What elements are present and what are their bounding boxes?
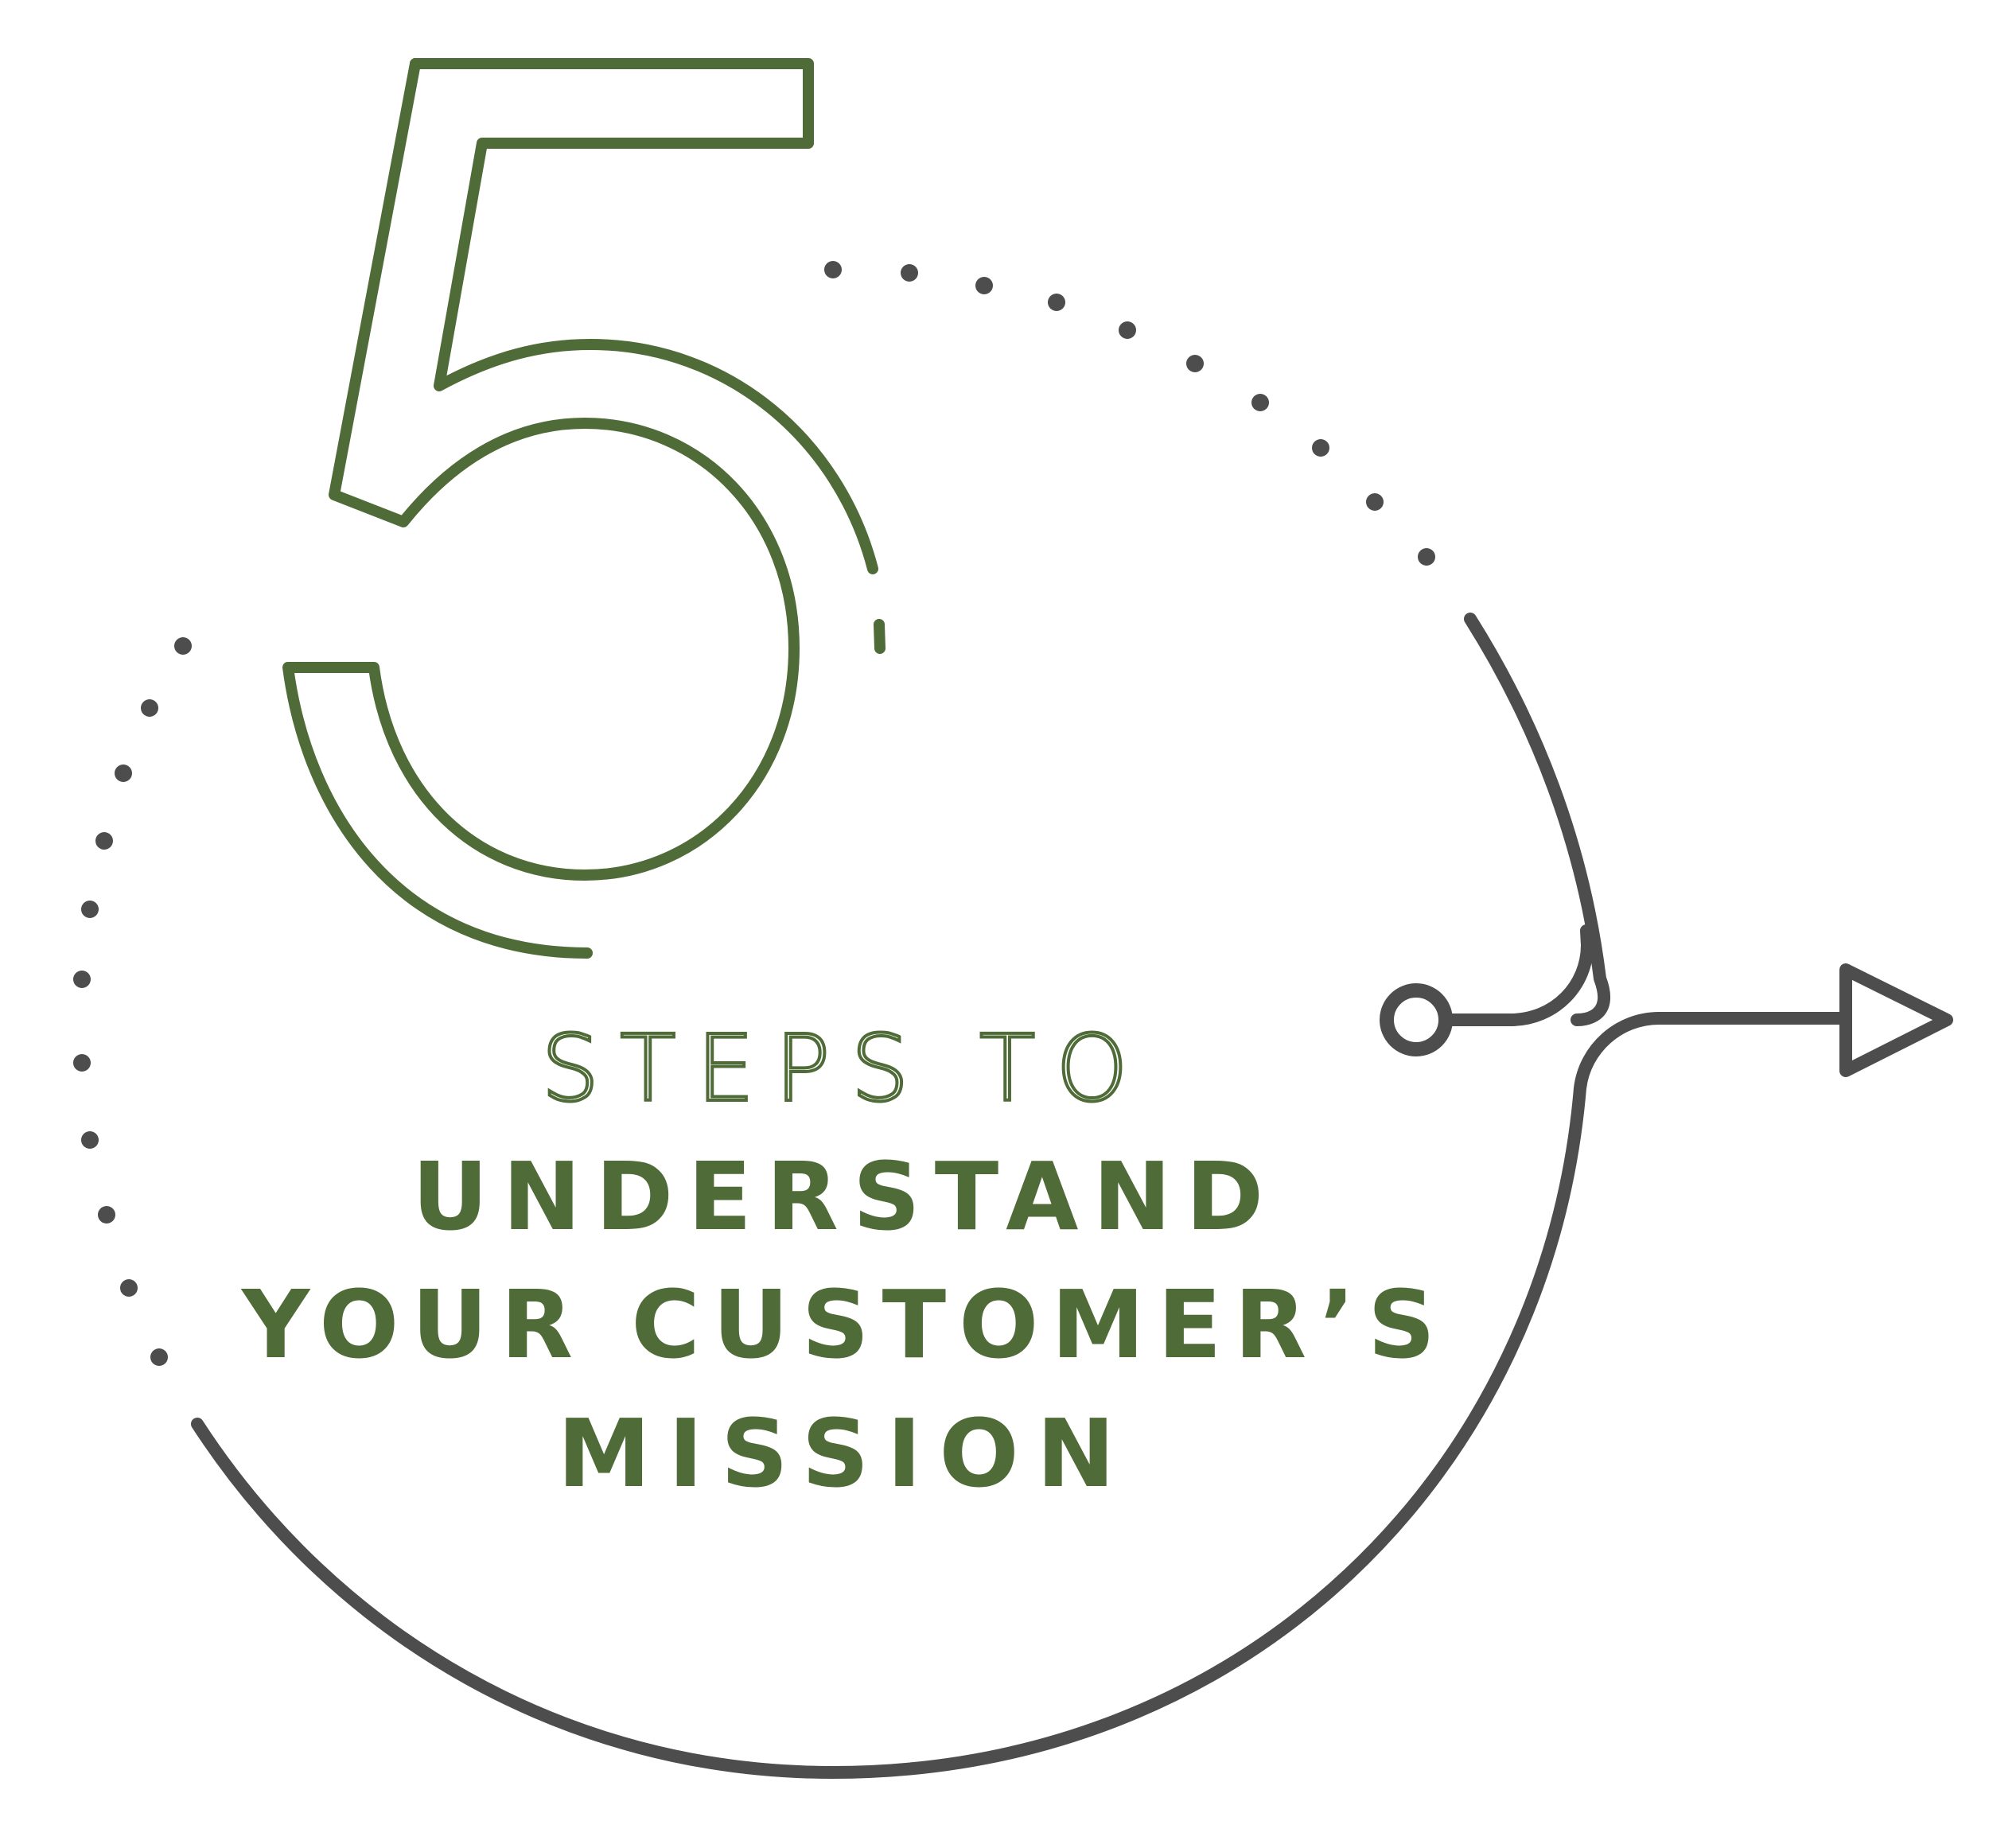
dotted-arc-left (73, 637, 192, 1366)
arrow-head-icon (1839, 963, 1953, 1077)
path-dot (1312, 439, 1329, 457)
path-segment-lower-arc (191, 1012, 1852, 1779)
path-dot (98, 1206, 115, 1224)
path-dot (1251, 394, 1269, 411)
path-dot (150, 1348, 168, 1366)
path-dot (174, 637, 192, 655)
path-dot (1186, 355, 1204, 372)
path-segment-upper-right (1464, 613, 1611, 1026)
path-dot (1048, 294, 1065, 311)
path-dot (81, 1131, 99, 1149)
path-dot (975, 277, 993, 294)
headline: STEPS TO UNDERSTAND YOUR CUSTOMER’S MISS… (240, 1014, 1448, 1508)
path-segment-node-link (1410, 924, 1594, 1026)
path-dot (81, 901, 99, 918)
path-dot (824, 261, 842, 278)
numeral-five-outline (282, 58, 886, 959)
headline-line-3: YOUR CUSTOMER’S (240, 1270, 1448, 1379)
path-dot (73, 1054, 91, 1072)
circle-node-icon (1380, 983, 1453, 1056)
path-dot (141, 699, 158, 717)
path-dot (1418, 548, 1435, 566)
dotted-arc-top (824, 261, 1435, 566)
path-dot (95, 832, 113, 850)
path-dot (901, 264, 918, 282)
headline-line-4: MISSION (558, 1399, 1133, 1508)
path-dot (120, 1279, 138, 1297)
headline-line-2: UNDERSTAND (412, 1142, 1278, 1251)
path-dot (73, 971, 91, 988)
path-dot (1119, 321, 1136, 339)
solid-path (191, 613, 1852, 1779)
path-dot (1366, 493, 1384, 511)
headline-line-1: STEPS TO (541, 1016, 1149, 1122)
path-dot (115, 764, 132, 782)
